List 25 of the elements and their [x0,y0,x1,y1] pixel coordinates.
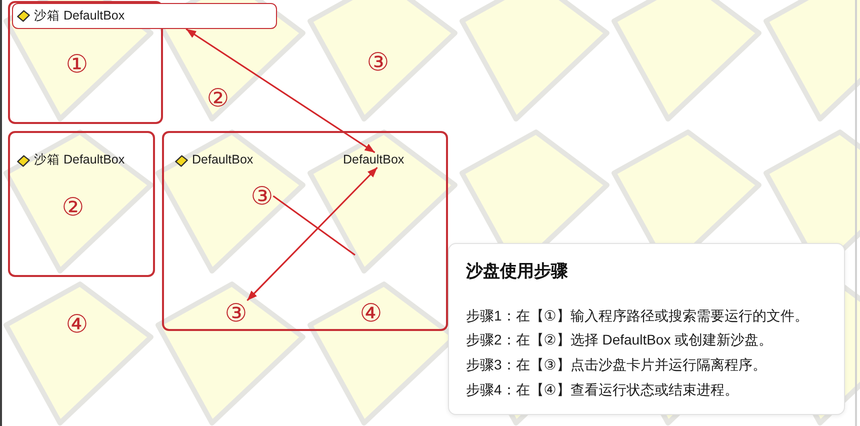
circled-number: ② [62,194,84,220]
circled-number: ③ [366,50,390,74]
circled-number: ② [206,86,230,110]
title-bar [12,3,277,29]
region-frame [8,1,163,124]
sandbox-name: DefaultBox [192,152,254,168]
circled-number: ③ [250,184,274,208]
circled-number: ④ [360,300,382,326]
circled-number: ③ [224,300,248,326]
card-title: 沙盘使用步骤 [466,260,568,282]
step-text: 步骤4：在【④】查看运行状态或结束进程。 [466,381,738,399]
region-frame [8,131,155,277]
step-text: 步骤3：在【③】点击沙盘卡片并运行隔离程序。 [466,356,766,374]
connector-line [272,195,356,256]
circled-number: ④ [66,312,88,336]
double-headed-arrow [186,28,376,154]
step-text: 步骤1：在【①】输入程序路径或搜索需要运行的文件。 [466,307,808,325]
circled-number: ① [66,52,88,76]
region-frame [162,131,448,331]
sandbox-name: 沙箱 DefaultBox [34,8,125,24]
double-headed-arrow [246,166,378,302]
sandbox-name: DefaultBox [343,152,404,168]
sandbox-name: 沙箱 DefaultBox [34,152,125,168]
step-text: 步骤2：在【②】选择 DefaultBox 或创建新沙盘。 [466,331,773,349]
info-card [448,243,845,415]
